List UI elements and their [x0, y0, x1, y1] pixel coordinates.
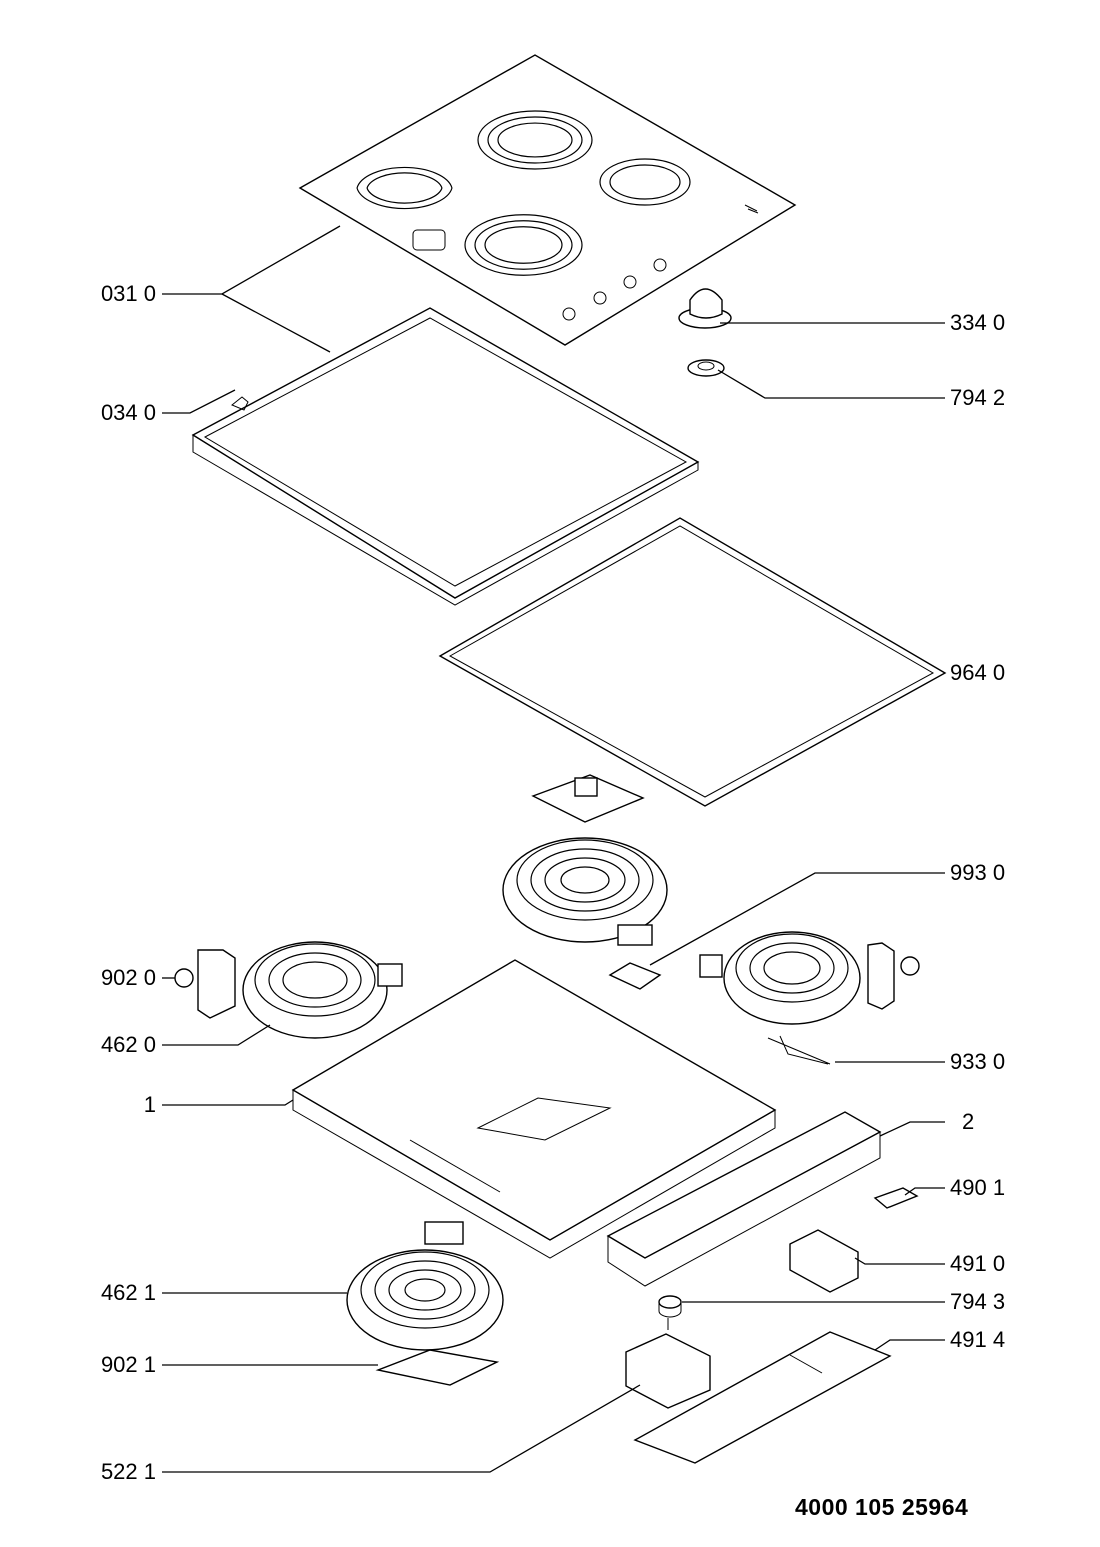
control-knob-part: [678, 288, 732, 329]
base-tray-part: [291, 959, 777, 1259]
callout-964-0: 964 0: [950, 660, 1006, 685]
document-number: 4000 105 25964: [795, 1494, 969, 1520]
radiant-heater-right-part: [699, 931, 861, 1025]
callout-522-1: 522 1: [100, 1459, 156, 1484]
callout-491-0: 491 0: [950, 1251, 1006, 1276]
callout-902-1: 902 1: [100, 1352, 156, 1377]
callout-933-0: 933 0: [950, 1049, 1006, 1074]
callout-031-0: 031 0: [100, 281, 156, 306]
cooktop-frame-part: [191, 307, 700, 606]
callout-491-4: 491 4: [950, 1327, 1006, 1352]
control-housing-part: [606, 1111, 882, 1287]
limiter-clip-part: [608, 962, 662, 990]
radiant-heater-center-part: [502, 837, 668, 946]
callout-334-0: 334 0: [950, 310, 1006, 335]
callout-1: 1: [143, 1092, 156, 1117]
heater-bracket-bottom-part: [375, 1349, 500, 1386]
switch-block-part: [789, 1229, 859, 1293]
clip-part: [873, 1187, 919, 1209]
sensor-part: [767, 1035, 831, 1065]
callout-034-0: 034 0: [100, 400, 156, 425]
cover-strip-part: [633, 1331, 892, 1464]
callout-2: 2: [962, 1109, 975, 1134]
callout-490-1: 490 1: [950, 1175, 1006, 1200]
spacer-part: [658, 1295, 682, 1318]
callout-462-0: 462 0: [100, 1032, 156, 1057]
leader-lines: [162, 225, 945, 1473]
heater-bracket-top-part: [531, 774, 645, 823]
gasket-part: [438, 517, 947, 807]
glass-cooktop-part: [298, 54, 797, 346]
energy-regulator-part: [625, 1318, 711, 1409]
knob-seal-part: [687, 359, 725, 377]
heater-bracket-left-part: [174, 949, 236, 1019]
callout-794-2: 794 2: [950, 385, 1006, 410]
callout-462-1: 462 1: [100, 1280, 156, 1305]
callout-794-3: 794 3: [950, 1289, 1006, 1314]
heater-bracket-right-part: [867, 942, 920, 1010]
radiant-heater-left-part: [242, 941, 403, 1039]
callout-993-0: 993 0: [950, 860, 1006, 885]
callout-902-0: 902 0: [100, 965, 156, 990]
radiant-heater-bottom-part: [346, 1221, 504, 1351]
